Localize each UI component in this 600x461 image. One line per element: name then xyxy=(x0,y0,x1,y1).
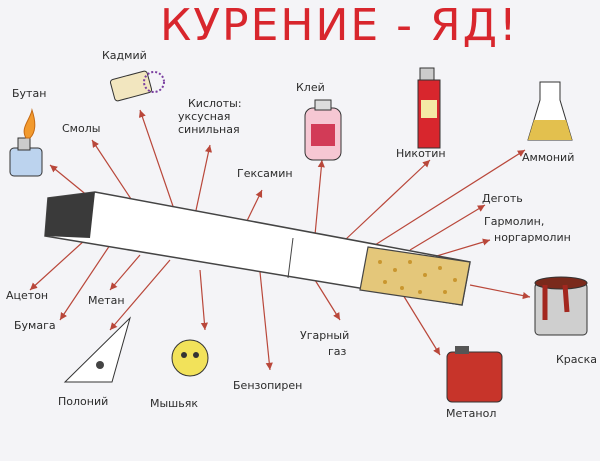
paint-can-icon xyxy=(534,276,588,336)
poster-title: КУРЕНИЕ - ЯД! xyxy=(160,0,519,51)
label-smoly: Смолы xyxy=(62,122,101,135)
label-bumaga: Бумага xyxy=(14,319,56,332)
label-klei: Клей xyxy=(296,81,325,94)
label-polonii: Полоний xyxy=(58,395,109,408)
label-nikotin: Никотин xyxy=(396,147,446,160)
radiation-icon xyxy=(63,316,131,383)
glue-bottle-icon xyxy=(304,99,342,161)
label-butan: Бутан xyxy=(12,87,47,100)
label-ugarny-1: Угарный xyxy=(300,329,350,342)
label-degot: Деготь xyxy=(482,192,523,205)
label-myshiak: Мышьяк xyxy=(150,397,198,410)
label-metanol: Метанол xyxy=(446,407,497,420)
cigarette xyxy=(44,191,471,306)
label-kisloty-3: синильная xyxy=(178,123,240,136)
label-garmolin-2: норгармолин xyxy=(494,231,571,244)
label-kadmiy: Кадмий xyxy=(102,49,147,62)
lighter-icon xyxy=(9,108,43,177)
flask-icon xyxy=(527,81,573,141)
skull-icon xyxy=(171,339,209,377)
label-kraska: Краска xyxy=(556,353,597,366)
battery-icon xyxy=(109,70,165,102)
label-kisloty-2: уксусная xyxy=(178,110,231,123)
label-ugarny-2: газ xyxy=(328,345,347,358)
label-ammoniy: Аммоний xyxy=(522,151,575,164)
label-metan: Метан xyxy=(88,294,125,307)
label-aceton: Ацетон xyxy=(6,289,49,302)
label-kisloty-1: Кислоты: xyxy=(188,97,242,110)
label-geksamin: Гексамин xyxy=(237,167,293,180)
arrows xyxy=(29,109,531,371)
label-benzopiren: Бензопирен xyxy=(233,379,303,392)
spray-can-icon xyxy=(417,67,441,149)
label-garmolin-1: Гармолин, xyxy=(484,215,545,228)
canister-icon xyxy=(446,346,503,403)
